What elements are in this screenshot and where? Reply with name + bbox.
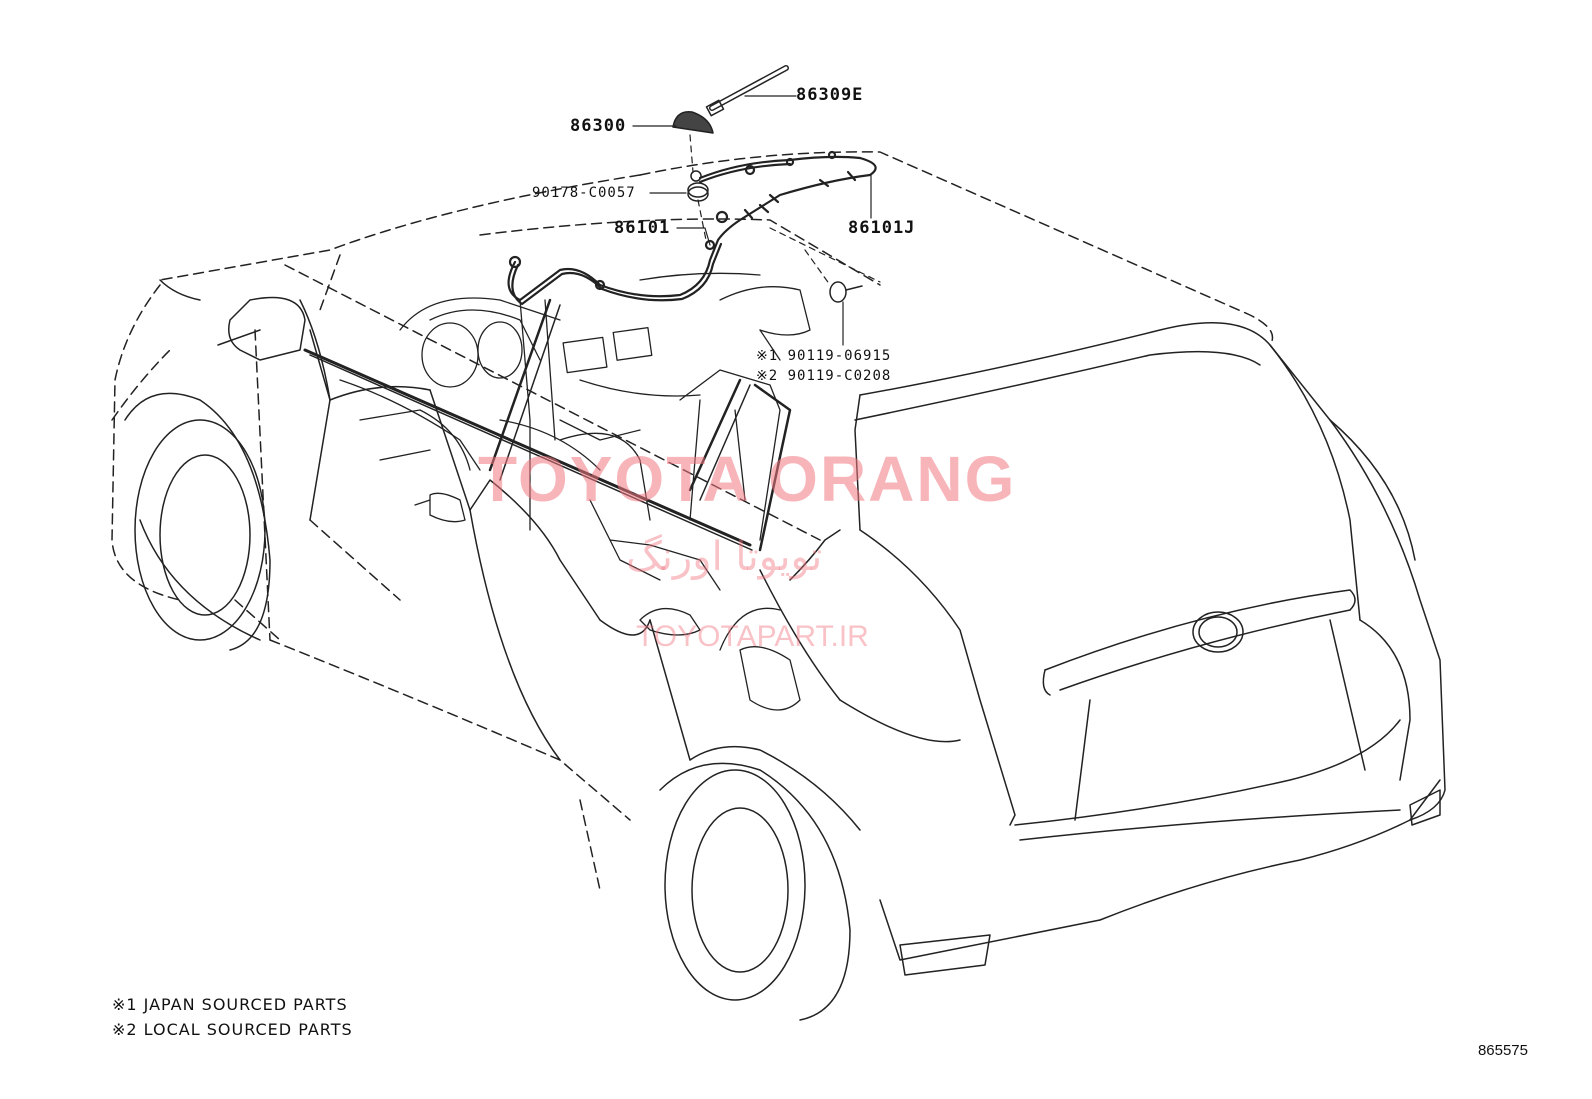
part-label-86300: 86300	[570, 116, 627, 136]
part-label-90119-C0208: ※2 90119-C0208	[756, 368, 892, 384]
note-local-sourced: ※2 LOCAL SOURCED PARTS	[112, 1020, 353, 1039]
clip-bolt	[829, 281, 863, 303]
dashed-guides	[689, 134, 881, 286]
part-label-90178-C0057: 90178-C0057	[532, 185, 636, 201]
rear-emblem	[1192, 611, 1244, 653]
body-lines	[139, 279, 1446, 976]
diagram-id: 865575	[1477, 1042, 1528, 1059]
wheels	[124, 392, 851, 1021]
antenna-base	[672, 111, 714, 134]
part-label-90119-06915: ※1 90119-06915	[756, 348, 892, 364]
interior-lines	[339, 272, 811, 711]
antenna-rod	[705, 65, 789, 117]
window-frames	[303, 298, 792, 552]
roof-outline	[111, 151, 1274, 891]
watermark-url: TOYOTAPART.IR	[636, 620, 869, 653]
part-label-86309E: 86309E	[796, 85, 864, 105]
part-label-86101: 86101	[614, 218, 671, 238]
antenna-cable-86101	[507, 150, 877, 306]
watermark-persian: تویوتا اورنگ	[626, 534, 823, 580]
leader-lines	[632, 95, 872, 346]
watermark-main: TOYOTA ORANG	[478, 443, 1017, 515]
note-japan-sourced: ※1 JAPAN SOURCED PARTS	[112, 995, 348, 1014]
part-label-86101J: 86101J	[848, 218, 916, 238]
rear-emblem-inner	[1198, 616, 1238, 648]
